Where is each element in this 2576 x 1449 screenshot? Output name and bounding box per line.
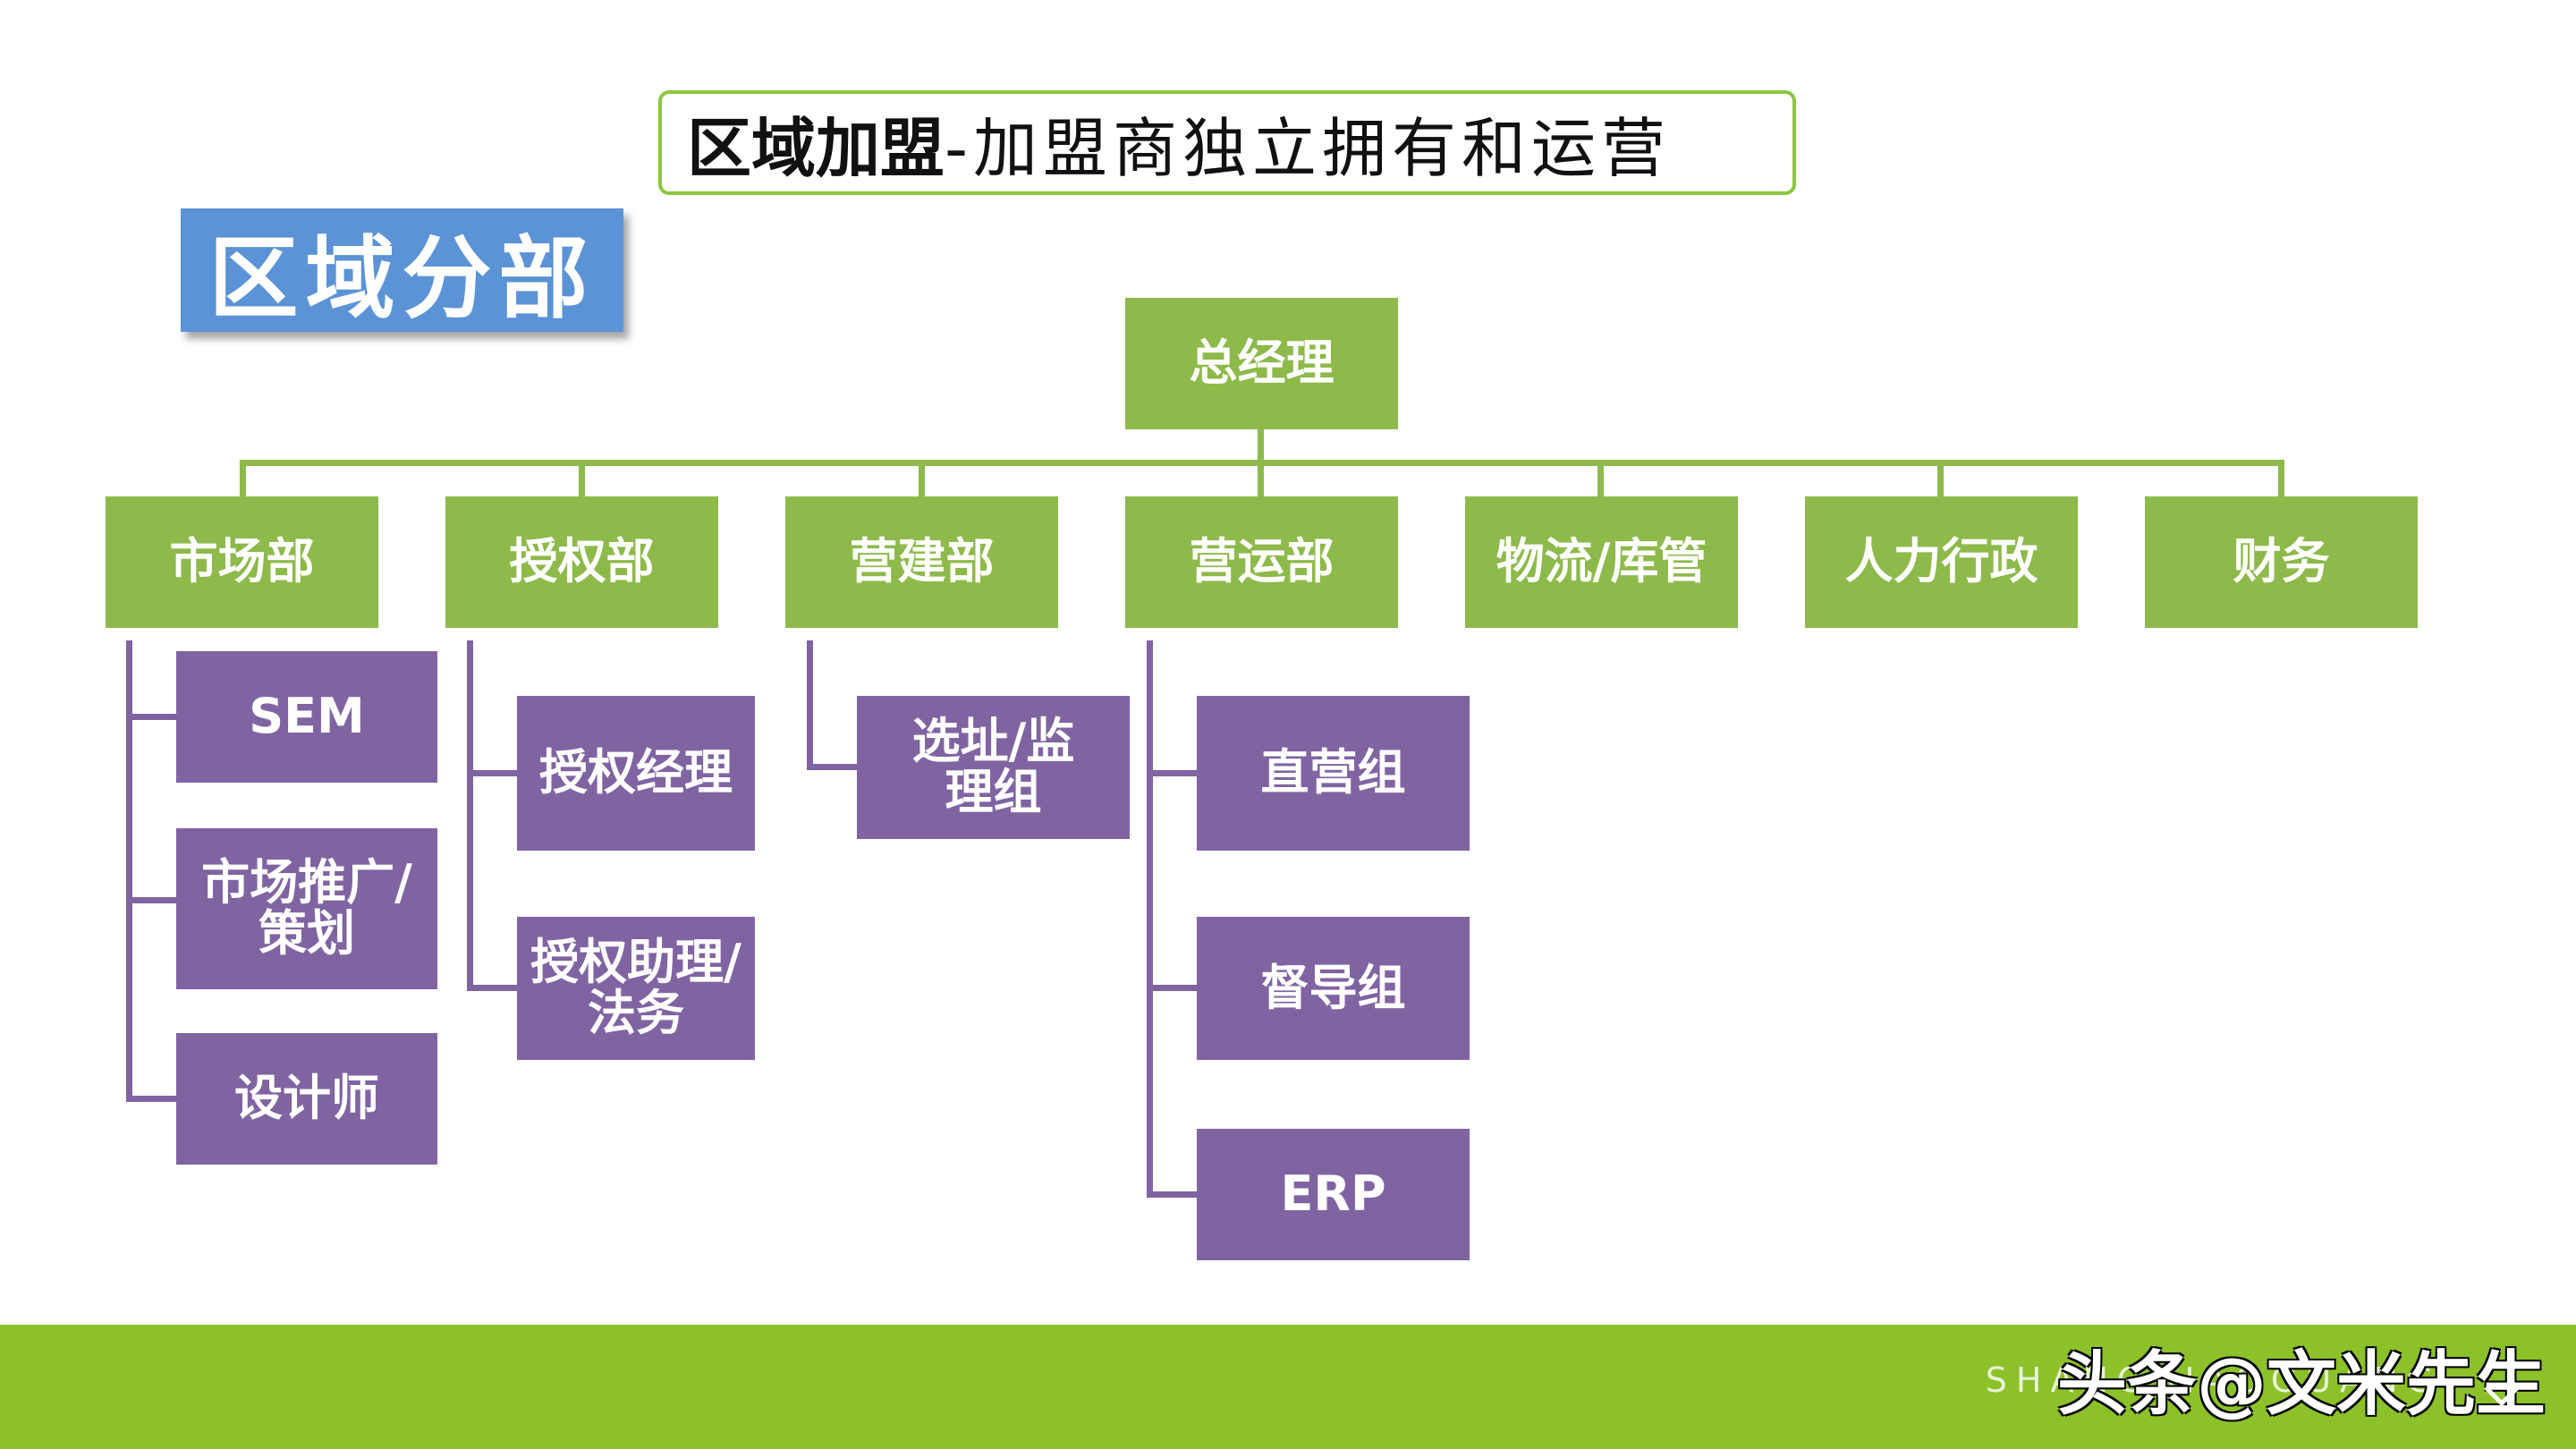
sub-label: 设计师 <box>234 1070 379 1127</box>
dept-box: 授权部 <box>445 496 718 628</box>
dept-label: 物流/库管 <box>1496 533 1707 590</box>
chevron-down-icon <box>2484 1385 2520 1407</box>
footer-subtitle: SHANGBIAOGUANG <box>1985 1360 2442 1400</box>
sub-label: 市场推广/策划 <box>201 854 412 962</box>
dept-box: 营建部 <box>785 496 1058 628</box>
dept-box: 物流/库管 <box>1465 496 1738 628</box>
sub-connector-horizontal <box>126 1096 176 1102</box>
slide-title: 区域加盟-加盟商独立拥有和运营 <box>658 90 1796 195</box>
sub-connector-horizontal <box>1147 985 1197 991</box>
dept-box: 财务 <box>2145 496 2418 628</box>
dept-connector-7 <box>2278 460 2284 497</box>
sub-box: 设计师 <box>176 1033 437 1165</box>
sub-label: SEM <box>249 688 365 745</box>
sub-connector-horizontal <box>467 985 517 991</box>
dept-box: 市场部 <box>106 496 378 628</box>
dept-label: 营运部 <box>1189 533 1335 590</box>
sub-label: 直营组 <box>1260 744 1406 801</box>
sub-label: 督导组 <box>1260 959 1406 1016</box>
sub-box: 督导组 <box>1197 917 1470 1060</box>
sub-box: SEM <box>176 651 437 783</box>
sub-connector-horizontal <box>1147 770 1197 776</box>
title-rest: -加盟商独立拥有和运营 <box>945 111 1671 186</box>
dept-connector-1 <box>240 460 246 497</box>
sub-box: 市场推广/策划 <box>176 828 437 989</box>
dept-label: 市场部 <box>169 533 315 590</box>
sub-box: ERP <box>1197 1129 1470 1260</box>
org-root-label: 总经理 <box>1189 335 1335 392</box>
sub-box: 授权助理/法务 <box>517 917 755 1060</box>
dept-box: 营运部 <box>1125 496 1398 628</box>
dept-connector-3 <box>919 460 925 497</box>
dept-box: 人力行政 <box>1805 496 2078 628</box>
org-root-box: 总经理 <box>1125 298 1398 429</box>
sub-connector-horizontal <box>126 897 176 903</box>
sub-connector-horizontal <box>126 714 176 720</box>
dept-connector-4 <box>1258 460 1264 497</box>
watermark: 头条@文米先生 <box>2057 1344 2546 1425</box>
sub-connector-horizontal <box>807 764 857 770</box>
dept-connector-6 <box>1937 460 1944 497</box>
sub-connector-horizontal <box>1147 1191 1197 1198</box>
dept-connector-5 <box>1597 460 1604 497</box>
root-connector <box>1258 429 1264 463</box>
sub-connector-vertical <box>807 640 813 770</box>
dept-connector-2 <box>579 460 585 497</box>
dept-label: 人力行政 <box>1844 533 2038 590</box>
sub-box: 授权经理 <box>517 696 755 851</box>
sub-label: 选址/监理组 <box>911 713 1075 820</box>
sub-connector-vertical <box>467 640 473 991</box>
sub-box: 直营组 <box>1197 696 1470 851</box>
region-label: 区域分部 <box>181 208 623 332</box>
sub-label: ERP <box>1280 1165 1386 1223</box>
title-bold: 区域加盟 <box>687 111 945 186</box>
dept-label: 财务 <box>2233 533 2330 590</box>
sub-connector-vertical <box>126 640 132 1102</box>
sub-connector-horizontal <box>467 770 517 776</box>
sub-box: 选址/监理组 <box>857 696 1130 839</box>
footer-bar <box>0 1325 2576 1449</box>
sub-connector-vertical <box>1147 640 1153 1198</box>
dept-label: 营建部 <box>849 533 995 590</box>
sub-label: 授权经理 <box>539 744 733 801</box>
dept-label: 授权部 <box>509 533 655 590</box>
sub-label: 授权助理/法务 <box>530 934 741 1041</box>
